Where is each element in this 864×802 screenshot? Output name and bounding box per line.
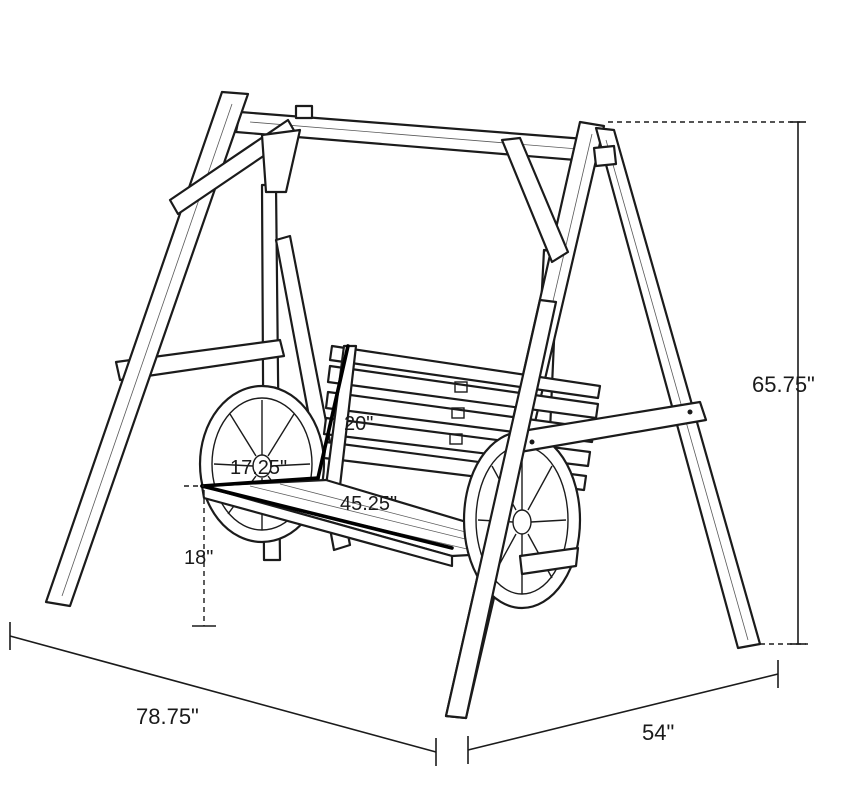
top-beam-end-cap	[294, 104, 314, 120]
length-label: 78.75"	[136, 704, 199, 729]
rear-right-leg	[594, 126, 762, 650]
seat-depth-label: 17.25"	[230, 457, 287, 479]
height-label: 65.75"	[752, 372, 815, 397]
depth-dimension	[467, 660, 779, 764]
seat-dimension-lines	[200, 344, 454, 550]
left-side-stretcher	[114, 338, 286, 382]
seat-height-label: 18"	[184, 547, 213, 569]
length-dimension	[9, 622, 437, 766]
right-top-cap	[592, 144, 618, 168]
seat-height-dimension	[184, 485, 216, 627]
front-right-leg-overlap	[444, 298, 558, 720]
height-dimension	[608, 121, 808, 645]
depth-label: 54"	[642, 720, 674, 745]
backrest-height-label: 20"	[344, 413, 373, 435]
left-top-cross	[260, 128, 302, 194]
right-top-brace	[500, 136, 570, 264]
seat-width-label: 45.25"	[340, 493, 397, 515]
seat-support	[518, 546, 580, 576]
